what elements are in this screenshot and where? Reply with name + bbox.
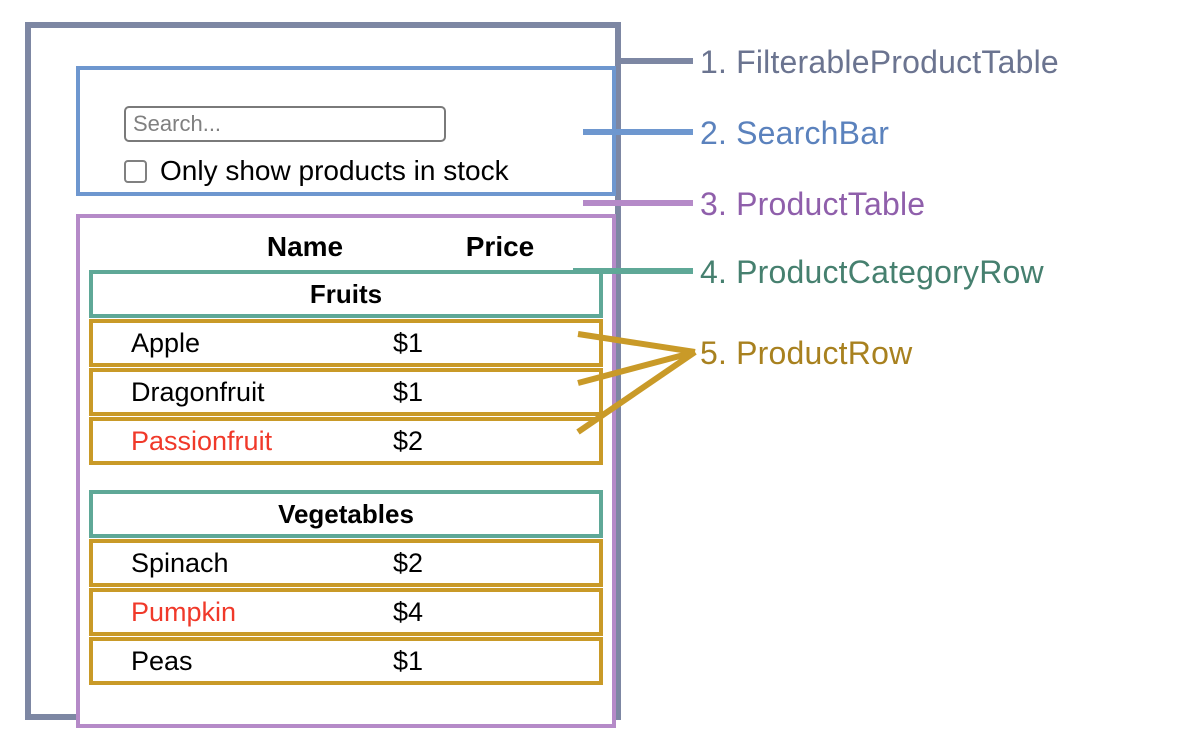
product-price: $1: [393, 328, 424, 358]
legend-number: 4.: [700, 254, 728, 290]
product-row: Passionfruit $2: [89, 417, 603, 465]
legend-number: 1.: [700, 44, 728, 80]
in-stock-filter-row[interactable]: Only show products in stock: [124, 156, 509, 186]
legend-item-product-category-row: 4.ProductCategoryRow: [700, 254, 1044, 291]
product-name: Dragonfruit: [131, 377, 265, 407]
product-name: Peas: [131, 646, 193, 676]
legend-label: FilterableProductTable: [736, 44, 1059, 80]
legend-number: 2.: [700, 115, 728, 151]
product-name-out-of-stock: Pumpkin: [131, 597, 237, 627]
product-row: Dragonfruit $1: [89, 368, 603, 416]
product-row: Spinach $2: [89, 539, 603, 587]
product-row: Pumpkin $4: [89, 588, 603, 636]
in-stock-checkbox-label: Only show products in stock: [160, 155, 509, 186]
product-price: $1: [393, 646, 424, 676]
legend-item-product-row: 5.ProductRow: [700, 335, 912, 372]
category-label: Fruits: [309, 279, 383, 309]
in-stock-checkbox[interactable]: [124, 159, 147, 183]
product-name-out-of-stock: Passionfruit: [131, 426, 273, 456]
product-name: Apple: [131, 328, 201, 358]
product-category-row: Fruits: [89, 270, 603, 318]
product-price: $2: [393, 426, 424, 456]
legend: 1.FilterableProductTable 2.SearchBar 3.P…: [700, 0, 1200, 744]
product-price: $2: [393, 548, 424, 578]
product-table-header: Name Price: [80, 226, 612, 268]
legend-item-product-table: 3.ProductTable: [700, 186, 925, 223]
product-row: Peas $1: [89, 637, 603, 685]
legend-label: ProductRow: [736, 335, 913, 371]
legend-item-filterable-product-table: 1.FilterableProductTable: [700, 44, 1059, 81]
product-price: $4: [393, 597, 424, 627]
legend-label: ProductTable: [736, 186, 926, 222]
filterable-product-table-frame: Search... Only show products in stock Na…: [25, 22, 621, 728]
category-label: Vegetables: [278, 499, 414, 529]
search-bar-frame: Search... Only show products in stock: [76, 66, 616, 196]
legend-number: 3.: [700, 186, 728, 222]
product-name: Spinach: [131, 548, 229, 578]
column-header-name: Name: [266, 231, 344, 262]
column-header-price: Price: [465, 231, 535, 262]
legend-label: SearchBar: [736, 115, 890, 151]
product-table-frame: Name Price Fruits Apple $1 Dragonfruit $…: [76, 214, 616, 728]
product-category-row: Vegetables: [89, 490, 603, 538]
search-input[interactable]: Search...: [124, 106, 446, 142]
legend-number: 5.: [700, 335, 728, 371]
product-price: $1: [393, 377, 424, 407]
product-row: Apple $1: [89, 319, 603, 367]
legend-label: ProductCategoryRow: [736, 254, 1044, 290]
legend-item-search-bar: 2.SearchBar: [700, 115, 889, 152]
